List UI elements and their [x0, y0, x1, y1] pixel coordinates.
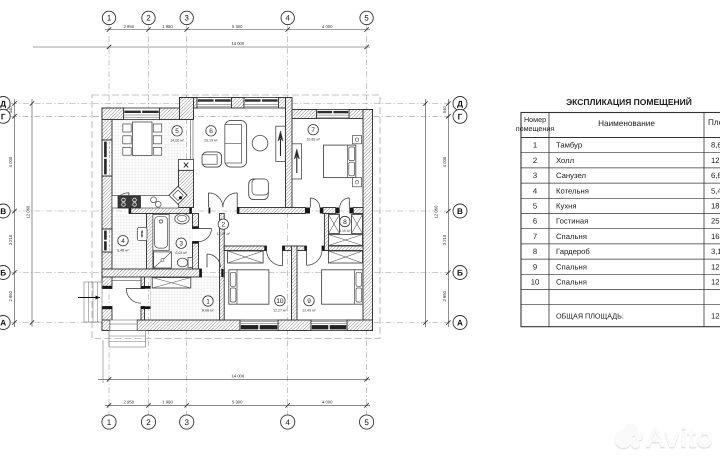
svg-text:10: 10 [276, 298, 284, 305]
svg-text:Спальня: Спальня [556, 278, 587, 287]
svg-text:5: 5 [364, 418, 369, 427]
svg-text:2: 2 [146, 418, 151, 427]
svg-text:3 210: 3 210 [8, 234, 13, 245]
svg-text:3,15 м²: 3,15 м² [339, 229, 351, 233]
svg-text:4: 4 [285, 418, 290, 427]
svg-text:1 980: 1 980 [162, 400, 173, 405]
svg-text:помещения: помещения [516, 124, 555, 133]
svg-text:18,00: 18,00 [711, 202, 720, 211]
svg-text:4 000: 4 000 [442, 156, 447, 167]
svg-text:3: 3 [179, 241, 183, 248]
svg-text:Площадь,: Площадь, [708, 118, 720, 127]
svg-text:7: 7 [311, 127, 315, 134]
svg-text:5 300: 5 300 [232, 24, 243, 29]
svg-text:А: А [457, 318, 463, 327]
svg-text:14 000: 14 000 [231, 374, 244, 379]
svg-text:Холл: Холл [556, 156, 574, 165]
svg-text:12,97: 12,97 [711, 156, 720, 165]
svg-text:4: 4 [286, 14, 291, 23]
svg-text:В: В [457, 207, 463, 216]
svg-text:8,68 м²: 8,68 м² [202, 309, 214, 313]
svg-text:Тамбур: Тамбур [556, 141, 582, 150]
svg-text:8: 8 [343, 219, 347, 226]
svg-text:Д: Д [457, 99, 463, 108]
svg-text:Avito: Avito [645, 423, 713, 455]
svg-text:3,15: 3,15 [711, 247, 720, 256]
svg-text:12,27: 12,27 [711, 278, 720, 287]
svg-text:6: 6 [209, 128, 213, 135]
svg-text:2 950: 2 950 [124, 400, 135, 405]
svg-text:4: 4 [533, 186, 538, 195]
svg-text:540: 540 [8, 105, 13, 113]
svg-text:14 000: 14 000 [231, 41, 244, 46]
svg-text:2 950: 2 950 [442, 290, 447, 301]
svg-text:12,97 м²: 12,97 м² [216, 232, 230, 236]
svg-text:6,03 м²: 6,03 м² [175, 251, 187, 255]
svg-text:Б: Б [457, 268, 463, 277]
svg-text:Б: Б [0, 268, 6, 277]
svg-text:5: 5 [364, 14, 369, 23]
svg-text:1 980: 1 980 [162, 24, 173, 29]
svg-text:Спальня: Спальня [556, 262, 587, 271]
svg-text:Г: Г [458, 112, 463, 121]
svg-text:5,48: 5,48 [711, 186, 720, 195]
svg-text:Гардероб: Гардероб [556, 247, 590, 256]
svg-text:4 000: 4 000 [8, 156, 13, 167]
svg-text:4 000: 4 000 [322, 400, 333, 405]
svg-text:В: В [0, 207, 6, 216]
svg-text:Avito: Avito [645, 422, 713, 454]
svg-text:2 950: 2 950 [8, 290, 13, 301]
svg-text:1: 1 [533, 141, 537, 150]
svg-text:12,27 м²: 12,27 м² [273, 308, 287, 312]
svg-text:ОБЩАЯ ПЛОЩАДЬ:: ОБЩАЯ ПЛОЩАДЬ: [556, 312, 624, 321]
svg-text:8: 8 [533, 247, 537, 256]
svg-text:1: 1 [206, 298, 210, 305]
svg-text:Д: Д [0, 99, 6, 108]
svg-text:Котельня: Котельня [556, 186, 589, 195]
svg-text:540: 540 [442, 105, 447, 113]
svg-text:Спальня: Спальня [556, 232, 587, 241]
svg-text:5: 5 [175, 128, 179, 135]
svg-text:ЭКСПЛИКАЦИЯ ПОМЕЩЕНИЙ: ЭКСПЛИКАЦИЯ ПОМЕЩЕНИЙ [566, 97, 692, 107]
svg-text:25,19 м²: 25,19 м² [204, 138, 218, 142]
svg-text:12 060: 12 060 [434, 205, 439, 218]
svg-text:Г: Г [1, 112, 6, 121]
svg-text:Санузел: Санузел [556, 171, 586, 180]
svg-text:2: 2 [533, 156, 537, 165]
svg-text:Кухня: Кухня [556, 202, 577, 211]
svg-text:7: 7 [533, 232, 537, 241]
svg-text:10: 10 [531, 278, 540, 287]
svg-text:5: 5 [533, 202, 537, 211]
svg-text:3: 3 [184, 418, 189, 427]
svg-text:25,19: 25,19 [711, 217, 720, 226]
svg-text:16,85 м²: 16,85 м² [306, 137, 320, 141]
svg-text:14,00 м²: 14,00 м² [170, 138, 184, 142]
svg-text:3: 3 [533, 171, 537, 180]
svg-text:5 300: 5 300 [232, 400, 243, 405]
svg-text:12 060: 12 060 [26, 205, 31, 218]
svg-text:А: А [0, 318, 6, 327]
svg-text:12,45 м²: 12,45 м² [302, 308, 316, 312]
svg-text:124,56: 124,56 [711, 312, 720, 321]
svg-text:3: 3 [185, 14, 189, 23]
svg-text:9: 9 [307, 298, 311, 305]
svg-text:4: 4 [121, 238, 125, 245]
svg-text:12,45: 12,45 [711, 262, 720, 271]
svg-text:2: 2 [221, 222, 225, 229]
svg-text:16,85: 16,85 [711, 232, 720, 241]
svg-text:1: 1 [107, 14, 111, 23]
svg-text:4 000: 4 000 [322, 24, 333, 29]
svg-text:6,62: 6,62 [711, 171, 720, 180]
svg-text:9: 9 [533, 262, 537, 271]
svg-text:2: 2 [146, 14, 150, 23]
svg-text:6: 6 [533, 217, 537, 226]
svg-text:5,48 м²: 5,48 м² [117, 248, 129, 252]
svg-text:1: 1 [107, 418, 112, 427]
svg-text:2 950: 2 950 [124, 24, 135, 29]
svg-text:Номер: Номер [524, 115, 546, 124]
svg-text:3 210: 3 210 [442, 234, 447, 245]
svg-text:Наименование: Наименование [598, 119, 655, 128]
svg-text:Гостиная: Гостиная [556, 217, 588, 226]
svg-text:8,68: 8,68 [711, 141, 720, 150]
